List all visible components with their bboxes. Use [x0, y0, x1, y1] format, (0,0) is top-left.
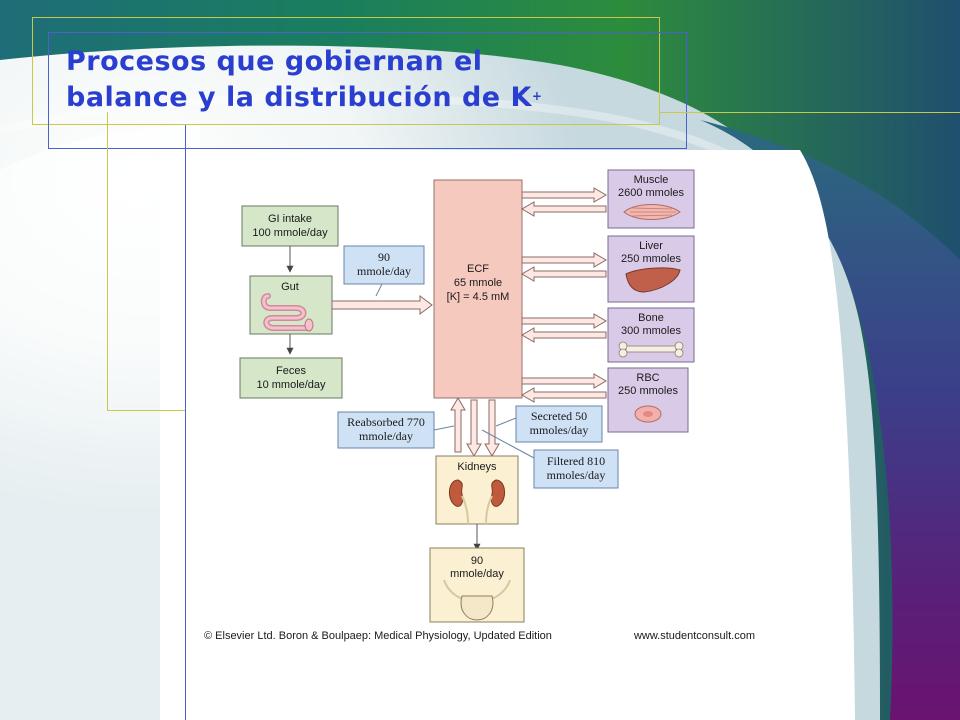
rbc-label: RBC [636, 372, 659, 384]
exchange-arrows [521, 187, 607, 403]
secreted-label: Secreted 50 mmoles/day [495, 405, 603, 443]
rbc-exchange-arrows [521, 373, 607, 403]
frame-line-yellow-right [660, 112, 960, 113]
reabsorbed-amount: Reabsorbed 770 [347, 415, 425, 429]
filtered-label: Filtered 810 mmoles/day [481, 429, 619, 489]
slide-title: Procesos que gobiernan el balance y la d… [66, 44, 666, 116]
bladder-icon [443, 579, 511, 621]
reabsorbed-label: Reabsorbed 770 mmole/day [337, 411, 455, 449]
muscle-icon [623, 204, 681, 220]
secreted-amount: Secreted 50 [531, 409, 587, 423]
liver-exchange-arrows [521, 252, 607, 282]
intestine-icon [260, 293, 314, 332]
bone-label: Bone [638, 312, 664, 324]
title-line-2: balance y la distribución de K [66, 82, 532, 113]
urine-box: 90 mmole/day [429, 547, 525, 623]
urine-amount: 90 [471, 555, 483, 567]
feces-box: Feces 10 mmole/day [239, 357, 343, 399]
feces-label: Feces [276, 365, 306, 377]
frame-outline-blue [48, 32, 687, 149]
reabsorbed-unit: mmole/day [359, 429, 413, 443]
gut-absorption-amount: 90 [378, 250, 390, 264]
bone-icon [618, 341, 684, 358]
secreted-unit: mmoles/day [530, 423, 589, 437]
potassium-balance-diagram: GI intake 100 mmole/day Gut Feces 10 mmo… [186, 168, 757, 644]
feces-amount: 10 mmole/day [256, 379, 326, 391]
ecf-amount: 65 mmole [454, 277, 502, 289]
arrow-filtered [466, 399, 482, 457]
renal-arrows [450, 397, 500, 457]
title-line-1: Procesos que gobiernan el [66, 46, 483, 77]
ecf-concentration: [K] = 4.5 mM [447, 291, 510, 303]
bone-amount: 300 mmoles [621, 325, 681, 337]
ecf-label: ECF [467, 263, 489, 275]
ecf-box: ECF 65 mmole [K] = 4.5 mM [433, 179, 523, 399]
kidneys-icon [449, 479, 505, 525]
gi-intake-label: GI intake [268, 213, 312, 225]
frame-line-blue-vertical [185, 125, 186, 720]
rbc-amount: 250 mmoles [618, 385, 678, 397]
gi-intake-box: GI intake 100 mmole/day [241, 205, 339, 247]
urine-unit: mmole/day [450, 568, 504, 580]
title-superscript: + [531, 89, 543, 103]
arrow-reabsorbed [450, 397, 466, 453]
frame-line-yellow-left [107, 112, 187, 411]
muscle-box: Muscle 2600 mmoles [607, 169, 695, 229]
frame-outline-yellow [32, 17, 660, 125]
liver-box: Liver 250 mmoles [607, 235, 695, 303]
gut-label: Gut [281, 281, 299, 293]
gi-intake-amount: 100 mmole/day [252, 227, 328, 239]
liver-label: Liver [639, 240, 663, 252]
kidneys-label: Kidneys [457, 461, 497, 473]
liver-amount: 250 mmoles [621, 253, 681, 265]
kidneys-box: Kidneys [435, 455, 519, 525]
bone-exchange-arrows [521, 313, 607, 343]
liver-icon [625, 267, 681, 293]
muscle-exchange-arrows [521, 187, 607, 217]
arrow-gut-to-ecf [331, 295, 433, 315]
arrow-secreted [484, 399, 500, 457]
muscle-amount: 2600 mmoles [618, 187, 685, 199]
red-blood-cell-icon [634, 405, 662, 423]
filtered-unit: mmoles/day [547, 468, 606, 482]
gut-absorption-label: 90 mmole/day [343, 245, 425, 297]
gut-box: Gut [249, 275, 333, 335]
website-text: www.studentconsult.com [633, 630, 755, 642]
copyright-text: © Elsevier Ltd. Boron & Boulpaep: Medica… [204, 630, 552, 642]
filtered-amount: Filtered 810 [547, 454, 605, 468]
gut-absorption-unit: mmole/day [357, 264, 411, 278]
bone-box: Bone 300 mmoles [607, 307, 695, 363]
muscle-label: Muscle [634, 174, 669, 186]
rbc-box: RBC 250 mmoles [607, 367, 689, 433]
